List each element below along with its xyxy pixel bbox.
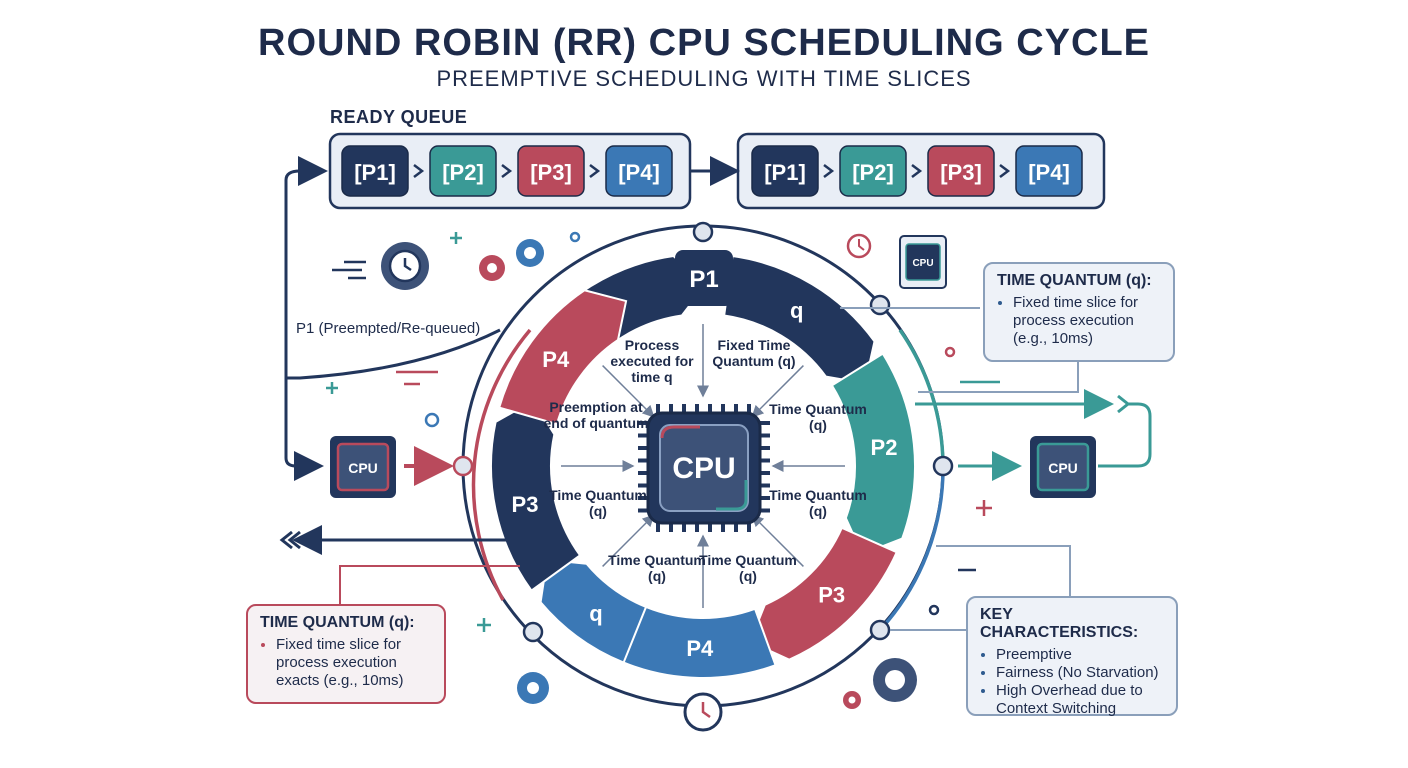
queue-b-item-label: [P4]	[1028, 160, 1070, 185]
cycle-segment-label: q	[790, 298, 803, 323]
ready-queue-label: READY QUEUE	[330, 107, 468, 127]
queue-b-item-label: [P3]	[940, 160, 982, 185]
outer-ring-red	[471, 328, 532, 601]
cycle-segment	[497, 289, 628, 426]
cycle-segments: P1qP2P3P4qP3P4	[490, 254, 916, 679]
spoke-arrow	[751, 514, 804, 567]
right-cpu-label: CPU	[1048, 460, 1078, 476]
cycle-segment-label: P2	[871, 435, 898, 460]
queue-a-item-label: [P2]	[442, 160, 484, 185]
center-cpu-chip: CPU	[638, 404, 770, 532]
queue-b-item-box	[751, 145, 819, 197]
queue-b-chevron	[999, 164, 1011, 178]
callout-item: Fairness (No Starvation)	[996, 664, 1164, 682]
callout-item: Fixed time slice for process execution e…	[276, 636, 432, 690]
queue-b-chevron	[911, 164, 923, 178]
left-cpu-label: CPU	[348, 460, 378, 476]
queue-b-item-box	[839, 145, 907, 197]
top-p1-tab	[675, 250, 733, 306]
queue-b-item-box	[1015, 145, 1083, 197]
callout-tr-connector-2	[918, 362, 1079, 393]
queue-a-items: [P1] [P2] [P3] [P4]	[341, 145, 673, 197]
callout-title: TIME QUANTUM (q):	[997, 272, 1152, 289]
decorative-marks	[326, 231, 1000, 632]
callout-key-characteristics: KEY CHARACTERISTICS: Preemptive Fairness…	[966, 596, 1178, 718]
queue-a-item-box	[517, 145, 585, 197]
gear-icon-red	[479, 255, 505, 281]
spokes	[561, 324, 845, 608]
p2-out-chevron	[1117, 394, 1131, 414]
right-loop-line	[1098, 402, 1152, 468]
ring-nodes	[452, 221, 954, 643]
cycle-segment-label: P4	[542, 347, 570, 372]
callout-item: High Overhead due to Context Switching	[996, 682, 1164, 718]
spoke-arrow	[602, 365, 655, 418]
requeue-arrow-top	[284, 156, 501, 380]
requeue-arrow-cpu	[284, 378, 324, 481]
outer-ring-blue	[878, 465, 945, 632]
queue-b-chevron	[823, 164, 835, 178]
top-right-cpu-chip: CPU	[899, 235, 947, 289]
queue-a-item-box	[605, 145, 673, 197]
queue-b-item-box	[927, 145, 995, 197]
page-subtitle: PREEMPTIVE SCHEDULING WITH TIME SLICES	[436, 66, 972, 91]
cycle-segment-label: P4	[686, 636, 714, 661]
right-cpu-chip: CPU	[1030, 436, 1096, 498]
clock-icon	[846, 233, 872, 259]
cycle-segment-label: q	[589, 601, 602, 626]
callout-title: TIME QUANTUM (q):	[260, 614, 415, 631]
center-cpu-label: CPU	[672, 452, 735, 485]
spoke-arrow	[602, 514, 655, 567]
outer-ring-teal	[898, 329, 945, 467]
cycle-segment	[723, 254, 876, 385]
callout-item: Fixed time slice for process execution (…	[1013, 294, 1161, 348]
inner-label: Time Quantum(q)	[699, 552, 797, 584]
queue-a-item-label: [P4]	[618, 160, 660, 185]
inner-label: Time Quantum(q)	[769, 487, 867, 519]
queue-a-item-label: [P3]	[530, 160, 572, 185]
left-cpu-chip: CPU	[330, 436, 396, 498]
spoke-arrow	[751, 365, 804, 418]
callout-time-quantum-bottom: TIME QUANTUM (q): Fixed time slice for p…	[246, 604, 446, 704]
queue-a-chevron	[501, 164, 513, 178]
preempted-label: P1 (Preempted/Re-queued)	[296, 320, 481, 337]
callout-bl-connector	[339, 565, 520, 604]
queue-b-item-label: [P2]	[852, 160, 894, 185]
cycle-segment-label: P3	[512, 492, 539, 517]
callout-br-connector	[936, 545, 1071, 596]
exit-chevrons	[279, 530, 301, 550]
inner-label: Time Quantum(q)	[549, 487, 647, 519]
queue-a-chevron	[413, 164, 425, 178]
queue-b-items: [P1] [P2] [P3] [P4]	[751, 145, 1083, 197]
inner-label: Time Quantum(q)	[608, 552, 706, 584]
page-title: ROUND ROBIN (RR) CPU SCHEDULING CYCLE	[258, 22, 1150, 64]
gear-icon	[381, 242, 429, 290]
clock-icon-bottom	[683, 692, 723, 732]
callout-time-quantum-top: TIME QUANTUM (q): Fixed time slice for p…	[983, 262, 1175, 362]
queue-a-item-box	[341, 145, 409, 197]
queue-b-item-label: [P1]	[764, 160, 806, 185]
gear-icon-bottom-left	[517, 672, 549, 704]
queue-a-item-box	[429, 145, 497, 197]
top-p1-label: P1	[689, 266, 718, 293]
cycle-segment-label: P3	[818, 583, 845, 608]
gear-icon-blue	[516, 239, 544, 267]
queue-a-chevron	[589, 164, 601, 178]
callout-title: KEY CHARACTERISTICS:	[980, 606, 1139, 641]
top-right-cpu-label: CPU	[912, 258, 933, 269]
gear-icon-bottom-right	[843, 658, 917, 709]
inner-label: Time Quantum(q)	[769, 401, 867, 433]
callout-item: Preemptive	[996, 646, 1164, 664]
queue-a-item-label: [P1]	[354, 160, 396, 185]
